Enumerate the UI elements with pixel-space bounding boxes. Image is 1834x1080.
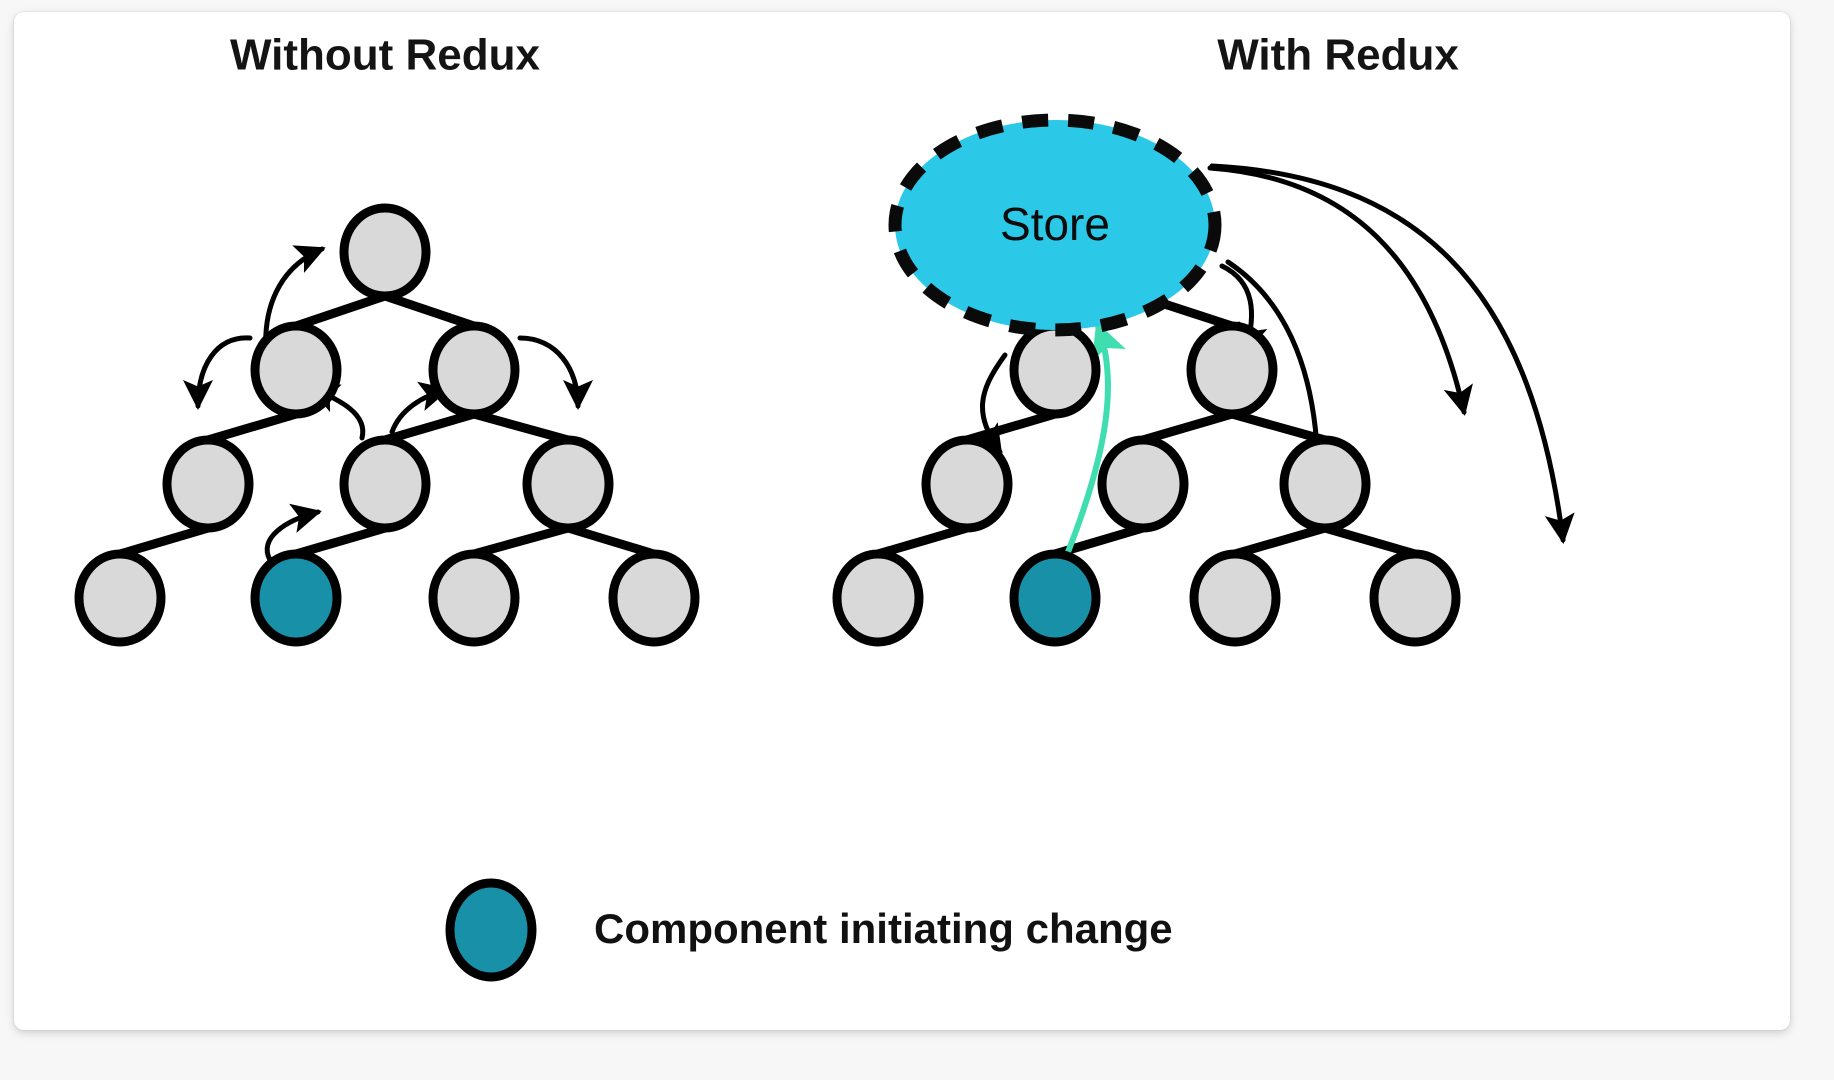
store-to-component-c [972,352,1008,456]
store-to-component-e [1209,163,1575,544]
right-tree-edge [1320,523,1420,559]
component-node[interactable] [832,549,924,647]
component-node[interactable] [74,549,166,647]
component-node[interactable] [1279,435,1371,533]
right-tree-edge [873,523,972,559]
component-node[interactable] [162,435,254,533]
component-node-initiator[interactable] [250,549,342,647]
component-node[interactable] [1369,549,1461,647]
arrow-b-to-e [517,335,593,411]
component-node[interactable] [1189,549,1281,647]
left-tree-edge [469,409,573,445]
right-tree-edge [1227,409,1330,445]
component-node[interactable] [1097,435,1189,533]
component-node[interactable] [339,203,431,301]
left-tree-edge [291,523,390,559]
store-ellipse[interactable] [888,113,1222,337]
legend-label: Component initiating change [594,905,1173,952]
arrow-g-to-d [264,503,322,563]
legend-swatch-initiator [445,878,537,982]
left-tree-edge [115,523,213,559]
left-tree-edge [563,523,659,559]
arrow-a-to-c [183,335,253,411]
component-node[interactable] [1009,321,1101,419]
right-tree-edge [1230,523,1330,559]
right-tree-edge [962,409,1060,445]
store-node[interactable]: Store [888,113,1222,337]
store-label: Store [1000,198,1110,250]
left-tree-edge [469,523,573,559]
store-to-component-b [1207,165,1473,416]
component-node[interactable] [608,549,700,647]
component-node[interactable] [339,435,431,533]
panel-title-without-redux: Without Redux [230,31,541,80]
component-node[interactable] [921,435,1013,533]
component-node-initiator[interactable] [1009,549,1101,647]
left-tree-edges [115,291,659,559]
dispatch-arrow-group [1065,321,1126,555]
component-node[interactable] [428,549,520,647]
component-node[interactable] [1186,321,1278,419]
left-tree-edge [380,291,479,331]
left-tree-nodes [74,203,700,647]
left-tree-edge [380,409,479,445]
component-node[interactable] [428,321,520,419]
left-tree-edge [291,291,390,331]
left-tree-edge [203,409,301,445]
component-node[interactable] [250,321,342,419]
legend: Component initiating change [445,878,1173,982]
component-node[interactable] [522,435,614,533]
dispatch-to-store [1065,321,1126,555]
right-tree-edge [1138,409,1237,445]
panel-title-with-redux: With Redux [1217,31,1459,80]
